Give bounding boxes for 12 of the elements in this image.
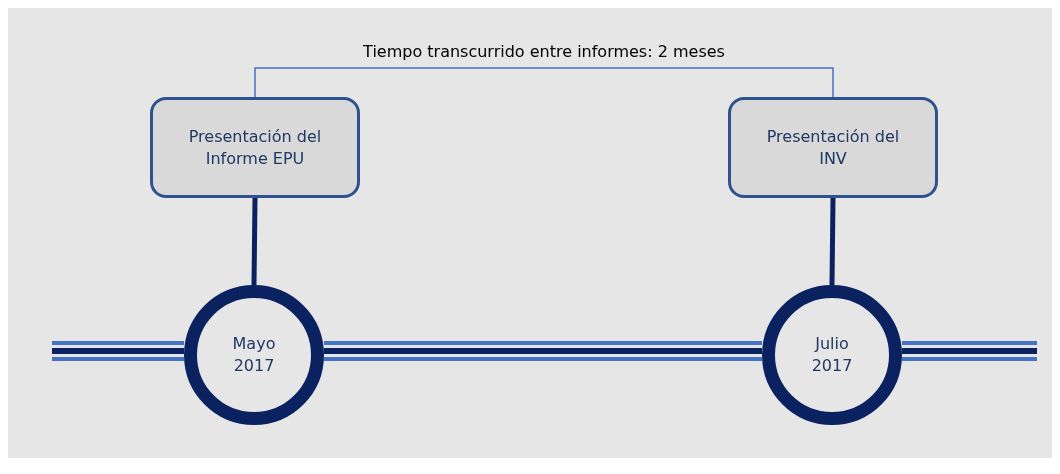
event-box (728, 97, 938, 198)
connector-line (829, 197, 836, 286)
date-label: Julio 2017 (810, 333, 854, 377)
event-label: Presentación del Informe EPU (187, 125, 323, 170)
bracket-line (254, 67, 834, 98)
event-label: Presentación del INV (765, 125, 901, 170)
timeline-line (52, 341, 184, 361)
timeline-line (324, 341, 762, 361)
date-label: Mayo 2017 (231, 333, 277, 377)
connector-line (251, 197, 258, 286)
timeline-line (902, 341, 1037, 361)
event-box (150, 97, 360, 198)
